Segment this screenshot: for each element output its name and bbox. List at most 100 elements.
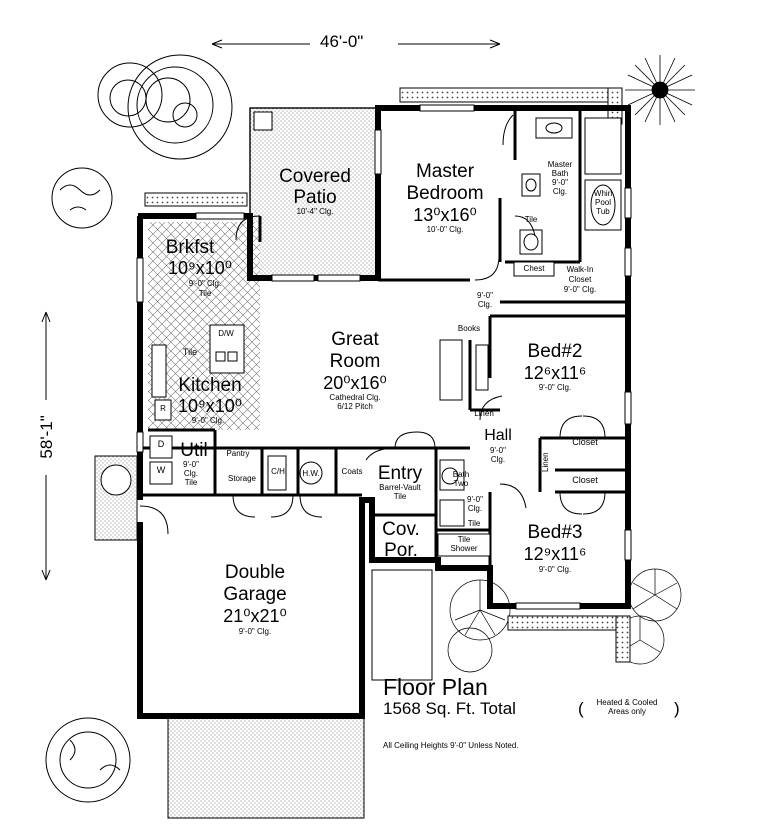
master-bath-name-1: Master: [547, 160, 573, 169]
garage-size: 21⁰x21⁰: [223, 606, 287, 626]
hall-ceiling-line-1: 9'-0": [477, 291, 493, 300]
util-name: Util: [180, 440, 208, 461]
great-room-name-2: Room: [329, 351, 381, 372]
patio-post: [253, 111, 273, 131]
brkfst-name: Brkfst: [165, 237, 215, 258]
coats-label: Coats: [341, 467, 363, 476]
tree-top-right: [625, 55, 695, 125]
master-bath-ceiling-1: 9'-0": [552, 178, 568, 187]
whirlpool-line-3: Tub: [596, 207, 610, 216]
hw-label: H.W.: [302, 469, 320, 478]
chest-label: Chest: [523, 264, 545, 273]
pantry-label: Pantry: [226, 449, 250, 458]
util-floor: Tile: [184, 478, 198, 487]
books-label: Books: [457, 324, 481, 333]
width-dimension: [211, 39, 501, 49]
hall-ceiling-2: Clg.: [490, 455, 506, 464]
linen-label-1: Linen: [474, 409, 494, 418]
walkin-line-2: Closet: [568, 275, 592, 284]
ch-label: C/H: [271, 467, 285, 476]
bath-two-floor: Tile: [467, 519, 481, 528]
garage-ceiling: 9'-0" Clg.: [238, 627, 272, 636]
fixtures: [149, 117, 622, 557]
ac-unit: [100, 464, 132, 496]
paren-open: (: [578, 699, 584, 718]
driveway: [167, 717, 365, 819]
refrigerator-label: R: [160, 404, 166, 413]
master-bedroom-name-2: Bedroom: [406, 183, 484, 204]
bath-two-line-2: Two: [453, 479, 469, 488]
bath-two-ceiling-2: Clg.: [467, 504, 483, 513]
brkfst-ceiling: 9'-0" Clg.: [188, 279, 222, 288]
walkin-line-1: Walk-In: [566, 265, 594, 274]
closet-label-1: Closet: [572, 437, 598, 447]
entry-name: Entry: [377, 463, 423, 484]
master-bath-ceiling-2: Clg.: [552, 187, 568, 196]
depth-dimension: [41, 311, 51, 581]
bed2-ceiling: 9'-0" Clg.: [538, 383, 572, 392]
planter-borders: [144, 87, 631, 663]
hall-name: Hall: [484, 427, 512, 444]
dishwasher-label: D/W: [218, 329, 234, 338]
tree-bottom-left: [45, 717, 131, 803]
kitchen-size: 10⁹x10⁰: [178, 396, 242, 416]
brkfst-size: 10⁹x10⁰: [168, 258, 232, 278]
entry-ceiling: Barrel-Vault: [379, 483, 421, 492]
cov-por-line-2: Por.: [384, 540, 418, 561]
great-room-ceiling-2: 6/12 Pitch: [337, 402, 373, 411]
bed3-name: Bed#3: [527, 522, 583, 543]
util-ceiling-2: Clg.: [183, 469, 199, 478]
great-room-size: 20⁰x16⁰: [323, 373, 387, 393]
bed3-ceiling: 9'-0" Clg.: [538, 565, 572, 574]
bath-two-ceiling-1: 9'-0": [467, 495, 483, 504]
overall-width-label: 46'-0": [320, 32, 364, 51]
covered-patio-slab: [249, 107, 379, 279]
entry-floor: Tile: [393, 492, 407, 501]
tile-shower-line-2: Shower: [450, 544, 478, 553]
walkin-line-3: 9'-0" Clg.: [563, 285, 597, 294]
total-sqft: 1568 Sq. Ft. Total: [383, 699, 516, 718]
whirlpool-line-1: Whirl: [593, 189, 613, 198]
great-room-ceiling-1: Cathedral Clg.: [329, 393, 381, 402]
bed3-size: 12⁹x11⁶: [523, 544, 587, 564]
plan-title: Floor Plan: [383, 674, 488, 700]
paren-close: ): [674, 699, 680, 718]
util-ceiling-1: 9'-0": [183, 460, 199, 469]
garage-name-2: Garage: [223, 584, 287, 605]
interior-walls: [140, 108, 628, 606]
hall-ceiling-1: 9'-0": [490, 446, 506, 455]
heated-cooled-note-1: Heated & Cooled: [596, 698, 658, 707]
cov-por-line-1: Cov.: [382, 519, 420, 540]
linen-label-2: Linen: [540, 452, 550, 472]
dryer-label: D: [157, 439, 165, 449]
master-bath-name-2: Bath: [551, 169, 569, 178]
whirlpool-line-2: Pool: [594, 198, 611, 207]
closet-label-2: Closet: [572, 475, 598, 485]
tree-top-left: [51, 54, 233, 229]
master-bedroom-name-1: Master: [415, 161, 475, 182]
windows: [136, 104, 632, 610]
storage-label: Storage: [227, 474, 257, 483]
master-bedroom-ceiling: 10'-0" Clg.: [426, 225, 464, 234]
bath-two-line-1: Bath: [452, 470, 470, 479]
tile-shower-line-1: Tile: [457, 535, 471, 544]
heated-cooled-note-2: Areas only: [608, 707, 646, 716]
front-walk: [371, 569, 433, 681]
ceiling-footnote: All Ceiling Heights 9'-0" Unless Noted.: [383, 741, 519, 750]
kitchen-name: Kitchen: [178, 375, 242, 396]
bed2-name: Bed#2: [527, 341, 583, 362]
covered-patio-name-1: Covered: [279, 166, 351, 187]
washer-label: W: [156, 465, 166, 475]
master-bedroom-size: 13⁰x16⁰: [413, 205, 477, 225]
kitchen-ceiling: 9'-0" Clg.: [191, 416, 225, 425]
door-swings: [139, 114, 606, 535]
covered-patio-ceiling: 10'-4" Clg.: [296, 207, 334, 216]
hall-ceiling-line-2: Clg.: [477, 300, 493, 309]
garage-name-1: Double: [224, 562, 286, 583]
overall-depth-label: 58'-1": [37, 415, 57, 459]
bed2-size: 12⁶x11⁶: [523, 363, 587, 383]
great-room-name-1: Great: [331, 329, 379, 350]
master-tile-label: Tile: [524, 215, 538, 224]
covered-patio-name-2: Patio: [293, 187, 337, 208]
